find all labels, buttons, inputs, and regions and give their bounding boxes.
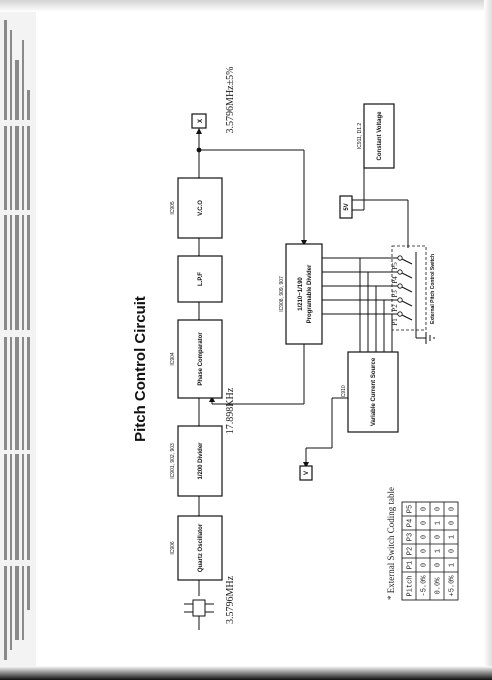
quartz-oscillator-ic: IC906 <box>170 541 176 555</box>
osc-frequency-label: 3.5796MHz <box>225 575 236 624</box>
phase-comparator-ic: IC904 <box>170 352 176 366</box>
table-cell: 0 <box>435 535 443 539</box>
coding-table: Pitch P1 P2 P3 P4 P5 -5.0% 0 0 0 0 0 0.0% 0 1 0 1 0 +5.0% 1… <box>401 501 459 601</box>
phase-comparator-block <box>177 319 223 399</box>
constant-voltage-block <box>363 103 395 169</box>
table-cell: 0 <box>421 535 429 539</box>
table-cell: 1 <box>435 521 443 525</box>
scan-shade-top <box>0 0 492 12</box>
divider-200-label: 1/200 Divider <box>198 442 204 480</box>
table-cell: 1 <box>449 563 457 567</box>
divider-200-block <box>177 425 223 497</box>
vco-ic: IC905 <box>170 201 176 215</box>
table-cell: 0 <box>421 563 429 567</box>
lpf-label: L.P.F <box>198 272 204 286</box>
page-edge-bleed <box>0 0 36 680</box>
constant-voltage-ic: IC911, D1.2 <box>357 123 363 150</box>
table-cell: 0 <box>449 521 457 525</box>
table-cell-border <box>443 501 459 517</box>
variable-current-source-ic: IC910 <box>341 385 347 399</box>
switch-label: External Pitch Control Switch <box>430 254 436 324</box>
quartz-oscillator-label: Quartz Oscillator <box>198 523 204 572</box>
table-cell: 1 <box>449 535 457 539</box>
switch-pin-label: P4 <box>391 276 399 284</box>
programmable-divider-ratio: 1/210~1/190 <box>298 277 304 311</box>
table-cell: 0 <box>421 549 429 553</box>
table-header-cell: P4 <box>407 519 415 527</box>
ref-frequency-label: 17.898KHz <box>225 387 236 434</box>
table-cell: 0 <box>435 507 443 511</box>
table-cell: -5.0% <box>421 575 429 597</box>
lpf-block <box>177 255 223 303</box>
v-output-box <box>299 465 313 481</box>
supply-5v-label: 5V <box>344 203 350 210</box>
table-cell: 0.0% <box>435 577 443 595</box>
quartz-oscillator-block <box>177 515 223 581</box>
phase-comparator-label: Phase Comparator <box>198 332 204 386</box>
constant-voltage-label: Constant Voltage <box>377 111 383 161</box>
table-cell: 0 <box>435 563 443 567</box>
table-header-cell: P3 <box>407 533 415 541</box>
table-cell: 0 <box>449 507 457 511</box>
switch-enclosure <box>391 245 427 331</box>
coding-table-title: * External Switch Coding table <box>386 487 396 600</box>
vco-block <box>177 177 223 239</box>
vco-frequency-label: 3.5796MHz±5% <box>225 67 236 134</box>
table-header-cell: P5 <box>407 505 415 513</box>
v-output-label: V <box>304 471 310 475</box>
programmable-divider-ic: IC908, 909, 907 <box>279 276 285 312</box>
x-output-label: X <box>198 119 204 123</box>
switch-pin-label: P2 <box>391 304 399 312</box>
programmable-divider-block <box>285 243 323 345</box>
supply-5v-box <box>339 195 353 219</box>
table-cell: 0 <box>421 507 429 511</box>
page-title: Pitch Control Circuit <box>132 296 149 442</box>
table-cell: 0 <box>421 521 429 525</box>
table-header-cell: Pitch <box>407 575 415 596</box>
scan-shade-right <box>484 0 492 680</box>
table-cell: +5.0% <box>449 575 457 597</box>
table-header-cell: P1 <box>407 561 415 569</box>
table-cell: 1 <box>435 549 443 553</box>
table-header-cell: P2 <box>407 547 415 555</box>
switch-pin-label: P3 <box>391 290 399 298</box>
switch-pin-label: P5 <box>391 262 399 270</box>
scan-shade-bottom <box>0 666 492 680</box>
divider-200-ic: IC901, 902, 903 <box>170 443 176 479</box>
vco-label: V.C.O <box>198 200 204 216</box>
variable-current-source-label: Variable Current Source <box>371 357 377 426</box>
variable-current-source-block <box>347 351 399 433</box>
table-cell: 0 <box>449 549 457 553</box>
switch-pin-label: P1 <box>391 318 399 326</box>
programmable-divider-label: Programable Divider <box>307 264 313 323</box>
x-output-box <box>191 113 207 129</box>
